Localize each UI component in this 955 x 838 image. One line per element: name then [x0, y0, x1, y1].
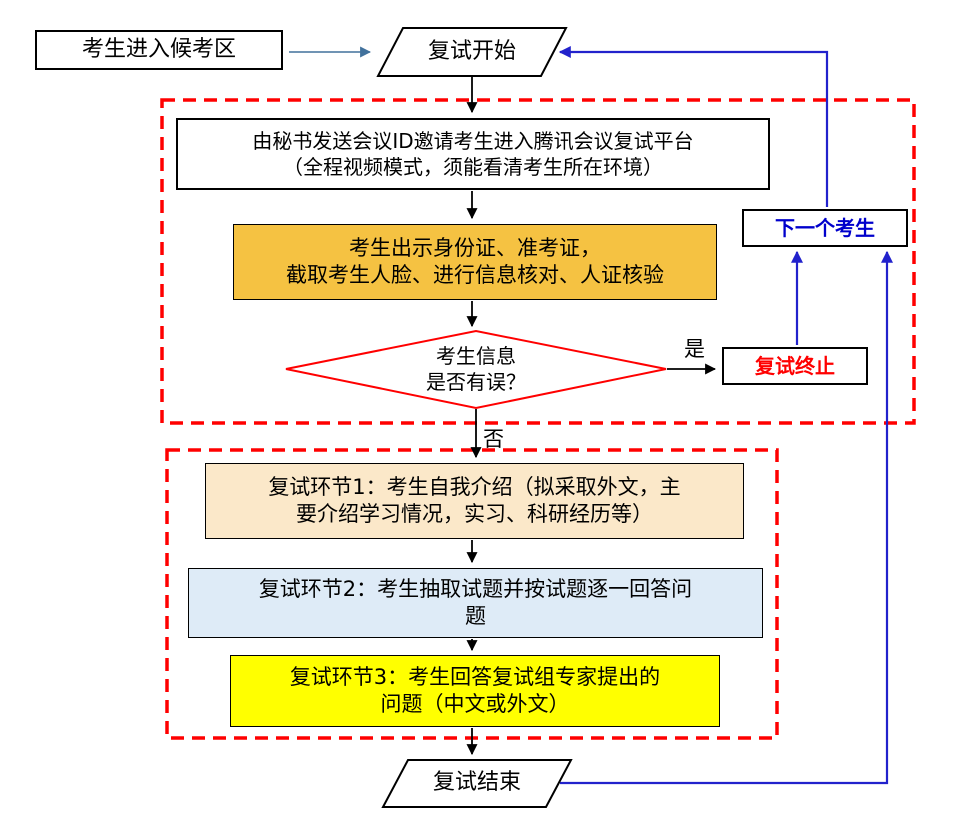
- node-interview-step2: 复试环节2：考生抽取试题并按试题逐一回答问 题: [188, 568, 763, 638]
- node-interview-terminated-label: 复试终止: [755, 354, 835, 378]
- decision-diamond-shape: [285, 329, 667, 410]
- node-start-label: 复试开始: [427, 38, 516, 64]
- node-interview-step3: 复试环节3：考生回答复试组专家提出的 问题（中文或外文）: [230, 655, 720, 727]
- node-identity-verification: 考生出示身份证、准考证， 截取考生人脸、进行信息核对、人证核验: [233, 224, 717, 300]
- node-interview-step1-line2: 要介绍学习情况，实习、科研经历等）: [296, 502, 653, 526]
- node-interview-step1: 复试环节1：考生自我介绍（拟采取外文，主 要介绍学习情况，实习、科研经历等）: [205, 463, 744, 539]
- node-interview-step1-line1: 复试环节1：考生自我介绍（拟采取外文，主: [268, 474, 681, 499]
- node-interview-step3-line1: 复试环节3：考生回答复试组专家提出的: [289, 664, 661, 689]
- node-start: 复试开始: [388, 28, 556, 76]
- node-send-meeting-id-line2: （全程视频模式，须能看清考生所在环境）: [283, 155, 663, 179]
- node-send-meeting-id-line1: 由秘书发送会议ID邀请考生进入腾讯会议复试平台: [252, 129, 694, 153]
- node-next-candidate-label: 下一个考生: [775, 216, 875, 240]
- edge-label-yes: 是: [684, 337, 705, 361]
- node-waiting-area-label: 考生进入候考区: [81, 36, 236, 62]
- node-identity-verification-line2: 截取考生人脸、进行信息核对、人证核验: [286, 263, 664, 287]
- node-interview-step3-line2: 问题（中文或外文）: [380, 692, 570, 716]
- arrow-next-candidate-to-start: [558, 46, 829, 207]
- node-decision-line1: 考生信息: [436, 344, 516, 368]
- node-interview-terminated: 复试终止: [722, 347, 868, 385]
- node-send-meeting-id: 由秘书发送会议ID邀请考生进入腾讯会议复试平台 （全程视频模式，须能看清考生所在…: [176, 118, 770, 190]
- start-parallelogram-shape: [376, 27, 568, 77]
- node-end: 复试结束: [393, 760, 561, 806]
- node-next-candidate: 下一个考生: [742, 209, 908, 247]
- node-waiting-area: 考生进入候考区: [35, 30, 283, 70]
- end-parallelogram-shape: [381, 759, 573, 808]
- node-decision: 考生信息 是否有误？: [376, 338, 576, 400]
- arrow-end-to-next-candidate: [560, 250, 893, 785]
- edge-label-no: 否: [483, 427, 504, 451]
- node-interview-step2-line2: 题: [465, 604, 486, 628]
- node-end-label: 复试结束: [432, 769, 521, 795]
- node-decision-line2: 是否有误？: [426, 370, 526, 394]
- node-interview-step2-line1: 复试环节2：考生抽取试题并按试题逐一回答问: [258, 576, 693, 601]
- node-identity-verification-line1: 考生出示身份证、准考证，: [349, 235, 601, 260]
- identity-check-stage-outline: [160, 98, 916, 425]
